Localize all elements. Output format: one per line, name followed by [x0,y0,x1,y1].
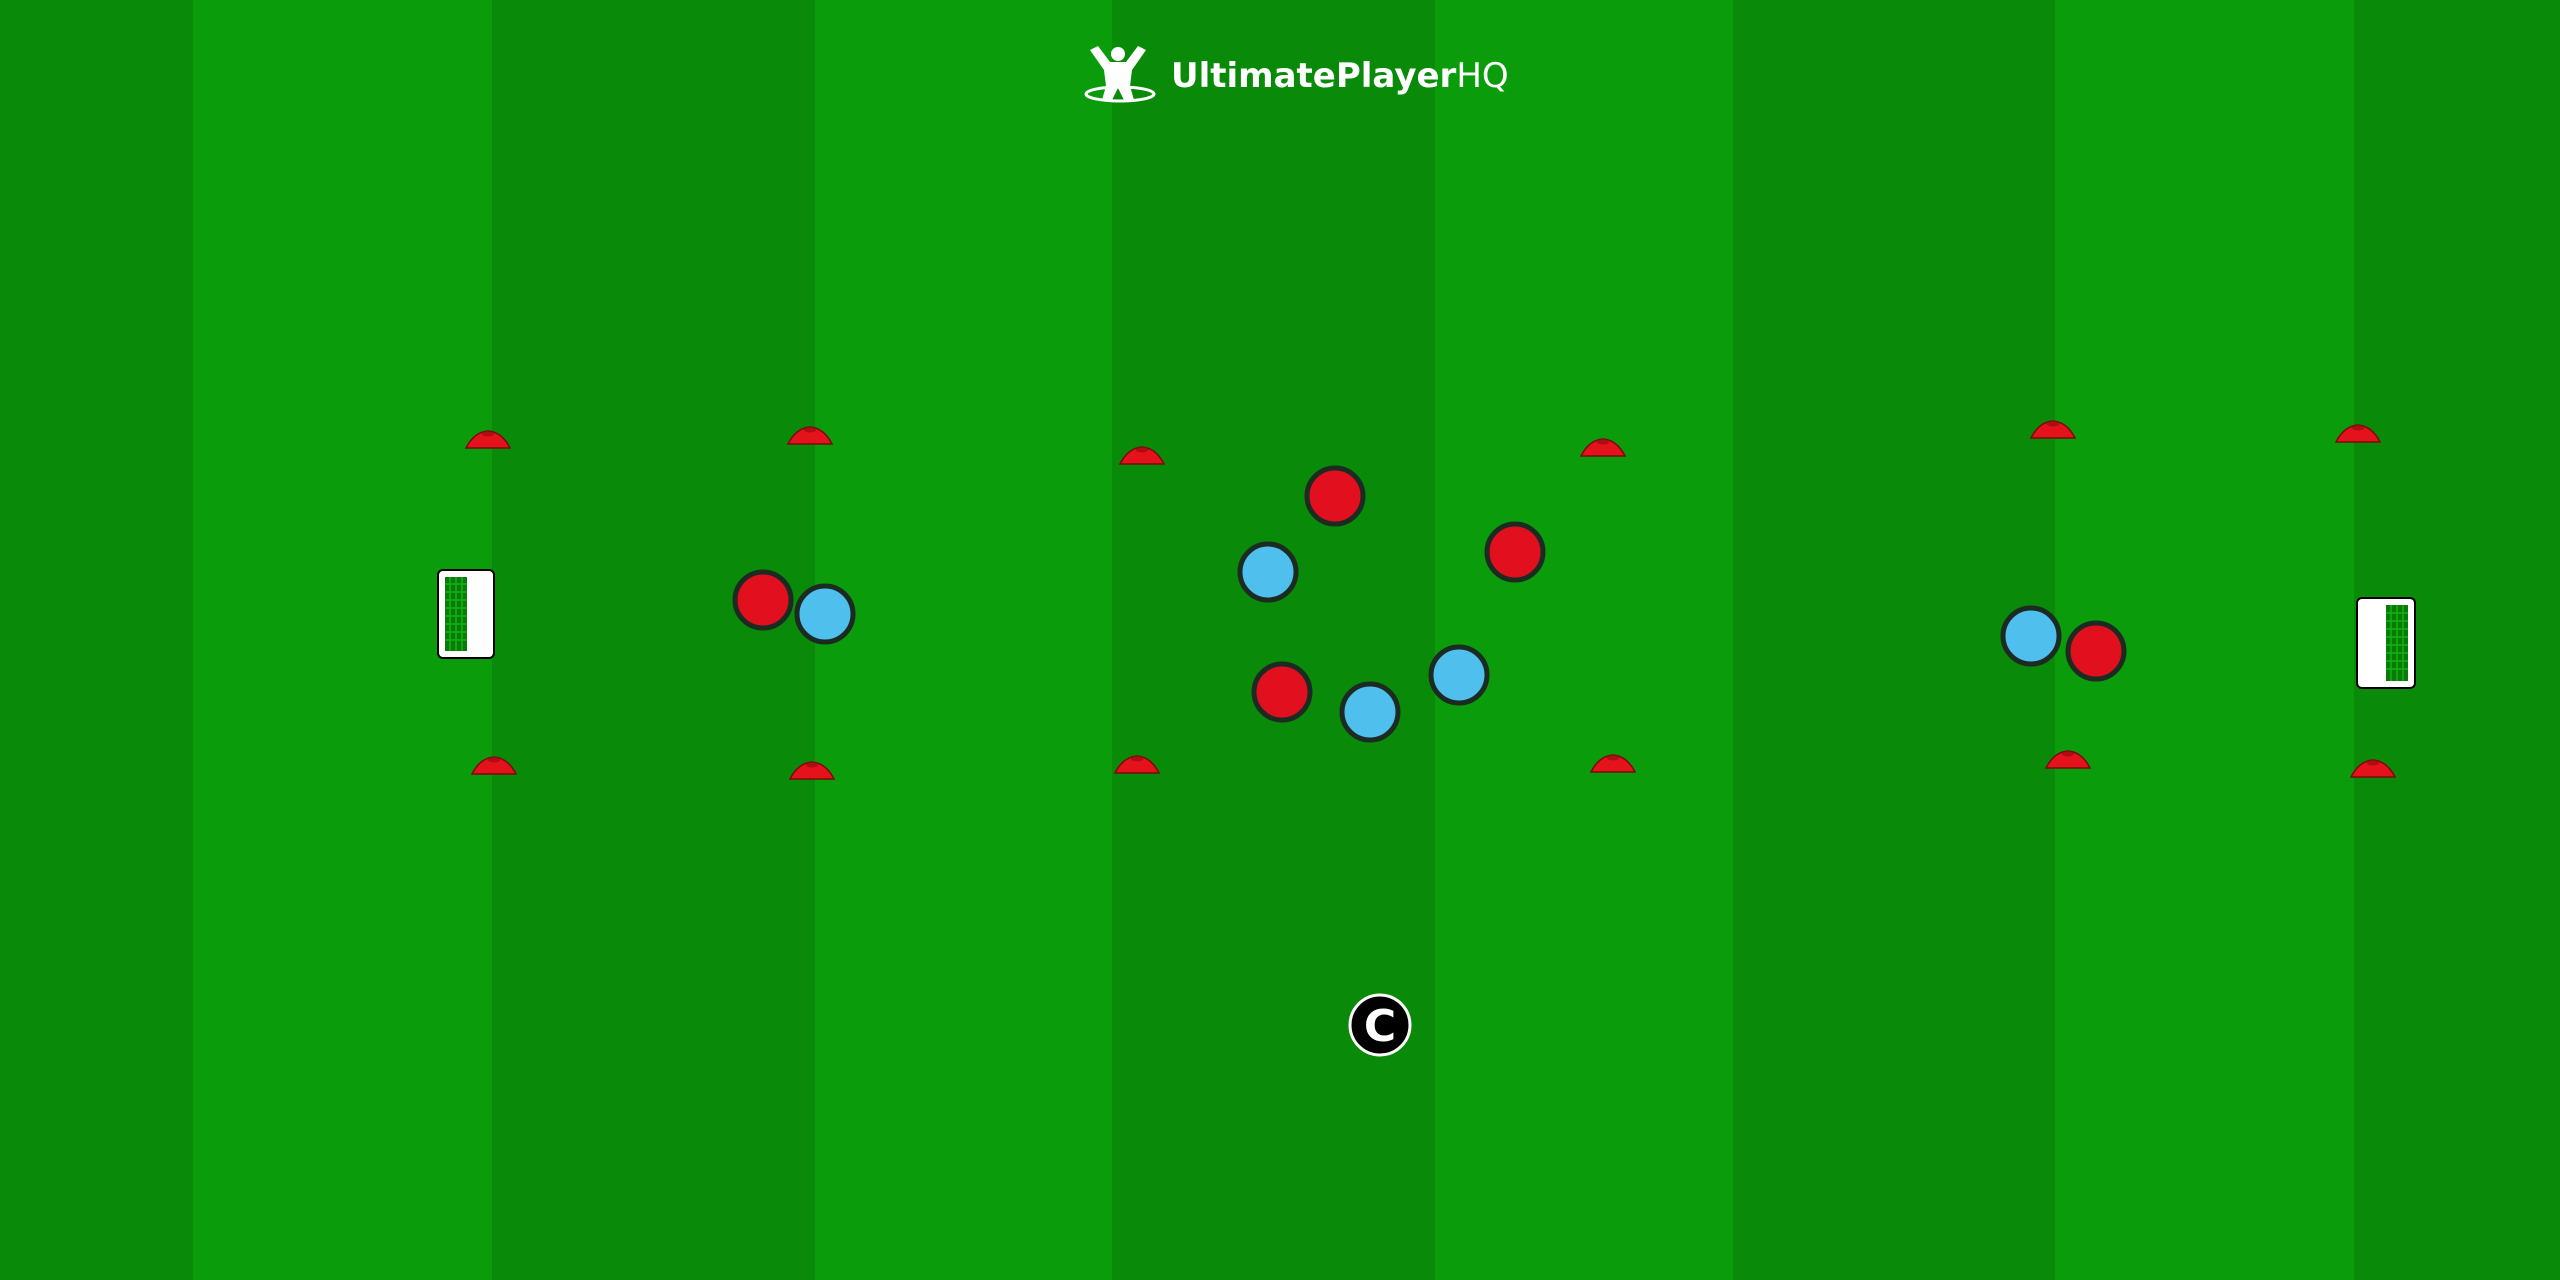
cone [1113,755,1161,774]
grass-stripe [0,0,193,1280]
blue-player [2000,605,2062,667]
red-player [732,569,794,631]
red-player [1484,521,1546,583]
grass-stripe [1112,0,1435,1280]
cone [2044,750,2092,769]
coach-marker: C [1348,993,1412,1057]
red-player [2065,620,2127,682]
cone [1589,754,1637,773]
red-player [1251,661,1313,723]
brand-name-secondary: HQ [1456,56,1508,96]
blue-player [1428,644,1490,706]
grass-stripe [492,0,815,1280]
brand-name-primary: UltimatePlayer [1171,56,1457,96]
cone [464,430,512,449]
player-figure-icon [1084,46,1156,103]
cone [1579,438,1627,457]
svg-text:UltimatePlayerHQ: UltimatePlayerHQ [1171,56,1509,96]
brand-logo: UltimatePlayerHQ [1084,46,1509,103]
players [732,465,2127,743]
cone [2334,424,2382,443]
cone [2029,420,2077,439]
left-goal [437,569,495,659]
blue-player [794,583,856,645]
cone [1118,446,1166,465]
grass-stripe [815,0,1112,1280]
right-goal [2356,597,2416,689]
grass-stripe [1435,0,1733,1280]
blue-player [1339,681,1401,743]
blue-player [1237,541,1299,603]
coach-label: C [1364,1001,1396,1052]
red-player [1304,465,1366,527]
cone [788,761,836,780]
cone [470,756,518,775]
cone [786,426,834,445]
cone [2349,759,2397,778]
cones [464,420,2397,780]
